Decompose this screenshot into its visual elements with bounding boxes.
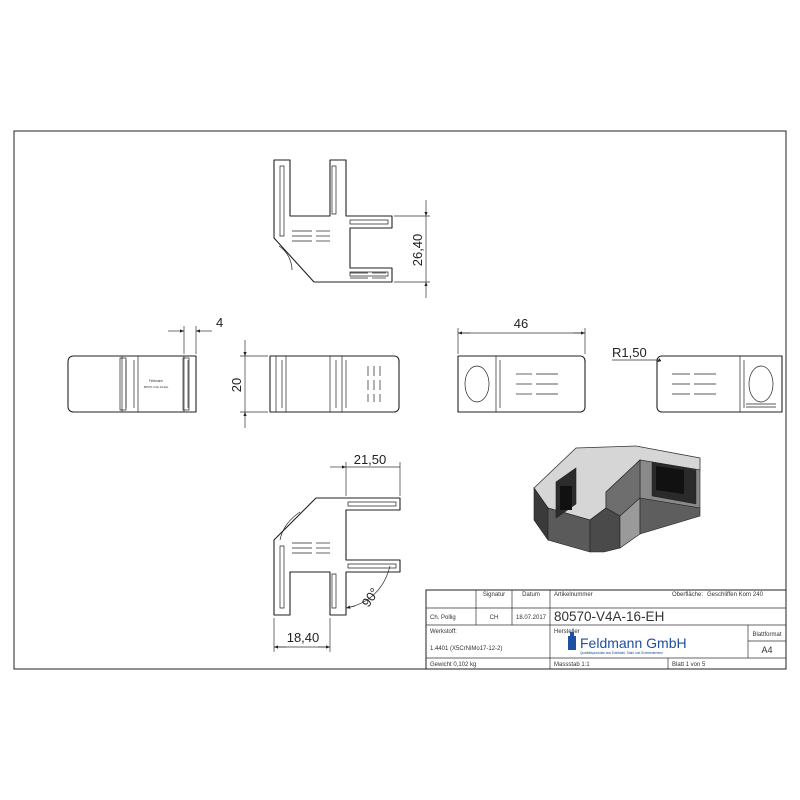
part-marking-line2: 80570-V4A-16-EH bbox=[144, 385, 169, 389]
dim-bottom-offset: 18,40 bbox=[287, 630, 320, 645]
dim-height-right: 26,40 bbox=[410, 234, 425, 267]
tb-author: Ch. Pollig bbox=[430, 615, 456, 621]
part-marking-line1: Feldmann bbox=[149, 379, 163, 383]
front-view bbox=[240, 340, 400, 428]
tb-blatt: Blatt 1 von 5 bbox=[672, 662, 706, 668]
isometric-view bbox=[533, 445, 701, 553]
dim-width: 20 bbox=[229, 378, 244, 392]
dim-angle: 90° bbox=[359, 585, 383, 610]
right-side-view bbox=[612, 355, 783, 413]
tb-blattformat-label: Blattformat bbox=[752, 632, 781, 638]
tb-hersteller-label: Hersteller bbox=[554, 629, 580, 635]
dim-length: 46 bbox=[514, 316, 528, 331]
dim-thickness: 4 bbox=[216, 315, 223, 330]
tb-article-number: 80570-V4A-16-EH bbox=[554, 609, 664, 624]
left-side-view bbox=[67, 326, 212, 413]
back-view bbox=[457, 328, 586, 413]
tb-signatur: CH bbox=[490, 615, 499, 621]
tb-blattformat-value: A4 bbox=[761, 645, 772, 655]
dim-top-offset: 21,50 bbox=[354, 452, 387, 467]
company-tagline: Qualitätsprodukte aus Edelstahl, Stahl u… bbox=[580, 651, 663, 655]
tb-header-signatur: Signatur bbox=[483, 592, 505, 598]
tb-werkstoff-label: Werkstoff: bbox=[430, 629, 457, 635]
top-view bbox=[273, 159, 430, 298]
tb-werkstoff-value: 1.4401 (X5CrNiMo17-12-2) bbox=[430, 646, 502, 652]
dim-radius: R1,50 bbox=[612, 345, 647, 360]
tb-massstab: Massstab 1:1 bbox=[554, 662, 590, 668]
company-name: Feldmann GmbH bbox=[580, 635, 687, 651]
company-logo: Feldmann GmbH Qualitätsprodukte aus Edel… bbox=[568, 632, 687, 655]
tb-date: 18.07.2017 bbox=[516, 615, 547, 621]
title-block bbox=[425, 589, 787, 670]
tb-header-oberflaeche: Oberfläche: bbox=[672, 592, 703, 598]
tb-header-artikel: Artikelnummer bbox=[554, 592, 593, 598]
tb-gewicht: Gewicht 0,102 kg bbox=[430, 662, 476, 668]
bottom-view bbox=[273, 462, 401, 652]
drawing-frame bbox=[13, 130, 787, 670]
tb-oberflaeche-value: Geschliffen Korn 240 bbox=[707, 592, 764, 598]
tb-header-datum: Datum bbox=[522, 592, 540, 598]
